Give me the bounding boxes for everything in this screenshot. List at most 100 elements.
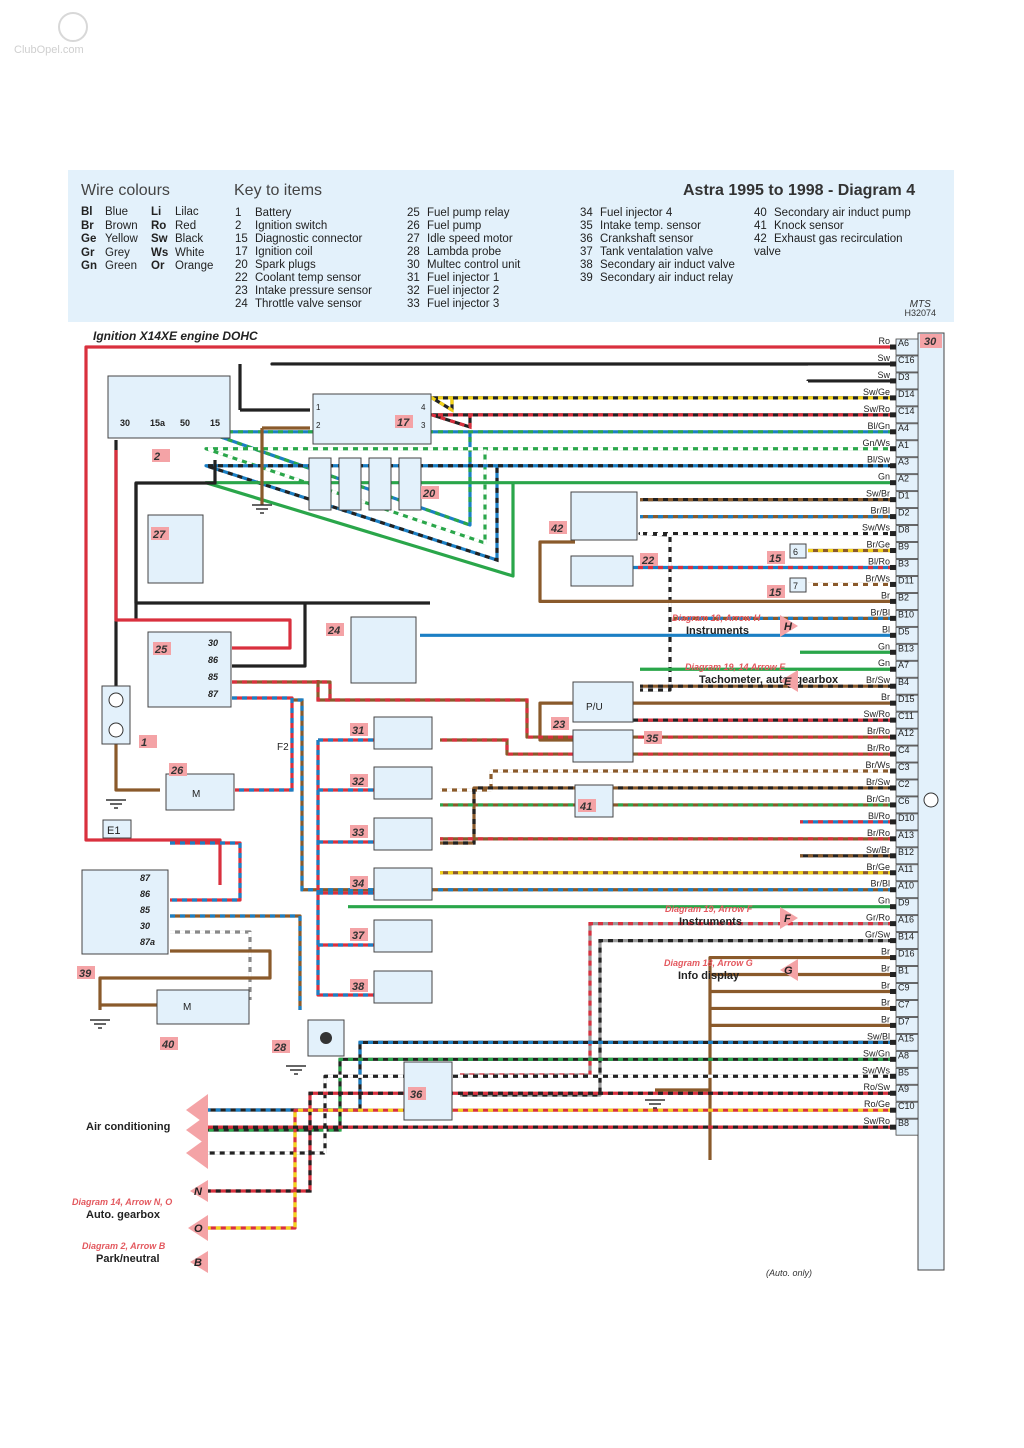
ecu-terminal	[890, 615, 896, 621]
wire-code: Ro	[151, 219, 167, 232]
wire-colour-label: Sw/Br	[866, 845, 890, 855]
ecu-pin-label: A4	[898, 423, 909, 433]
component-tag-22: 22	[640, 553, 658, 567]
secondary-air-relay	[81, 869, 169, 955]
wire-colour-label: Bl/Ro	[868, 811, 890, 821]
ecu-pin-label: B2	[898, 592, 909, 602]
wire-name: Orange	[175, 260, 214, 273]
pump-motor-m: M	[192, 789, 200, 800]
component-tag-25: 25	[153, 642, 171, 656]
section-label: Ignition X14XE engine DOHC	[93, 329, 258, 343]
wire	[204, 481, 893, 578]
key-number: 23	[235, 285, 248, 297]
relay-39-pin: 85	[140, 905, 151, 915]
key-label: Crankshaft sensor	[600, 233, 694, 245]
wire-colour-label: Gn/Ws	[862, 438, 890, 448]
ecu-terminal	[890, 344, 896, 350]
wire-colour-label: Br/Ws	[866, 760, 891, 770]
wire-colours-title: Wire colours	[81, 182, 170, 199]
ecu-terminal	[890, 649, 896, 655]
ecu-pin-label: D7	[898, 1016, 910, 1026]
ecu-pin-label: A10	[898, 881, 914, 891]
ecu-terminal	[890, 598, 896, 604]
ecu-pin-label: C6	[898, 796, 910, 806]
ecu-tag-label: 30	[924, 336, 937, 348]
ecu-terminal	[890, 972, 896, 978]
ecu-terminal	[890, 1005, 896, 1011]
ecu-terminal	[890, 1124, 896, 1130]
component-tag-40: 40	[160, 1037, 178, 1051]
wire-name: White	[175, 246, 205, 259]
wire-colour-label: Bl/Gn	[867, 421, 890, 431]
key-label: Multec control unit	[427, 259, 521, 271]
wire-colour-label: Br	[881, 590, 890, 600]
key-number: 25	[407, 207, 420, 219]
ground-icon	[923, 792, 939, 808]
svg-text:Park/neutral: Park/neutral	[96, 1253, 160, 1265]
svg-text:35: 35	[646, 733, 659, 745]
component-tag-32: 32	[350, 774, 368, 788]
wire-colour-label: Sw/Ws	[862, 523, 890, 533]
component-tag-35: 35	[644, 731, 662, 745]
ecu-pin-label: A16	[898, 915, 914, 925]
wire-colour-label: Br/Bl	[870, 506, 890, 516]
component-tag-37: 37	[350, 928, 368, 942]
wire-colour-label: Bl/Ro	[868, 556, 890, 566]
ecu-terminal	[890, 1073, 896, 1079]
ecu-pin-label: C2	[898, 779, 910, 789]
injector-2	[373, 766, 433, 800]
injector-6	[373, 970, 433, 1004]
svg-text:Tachometer, auto. gearbox: Tachometer, auto. gearbox	[699, 674, 839, 686]
wire-stripe	[460, 922, 893, 1077]
wire-code: Bl	[81, 206, 93, 218]
component-tags: 1215151720222324252627283132333435363738…	[77, 415, 785, 1101]
component-tag-23: 23	[551, 717, 569, 731]
legend-panel: Wire colours Key to items Astra 1995 to …	[68, 170, 954, 322]
ecu-terminal	[890, 785, 896, 791]
key-number: 32	[407, 285, 420, 297]
relay-25-pin: 85	[208, 672, 219, 682]
ecu-pin-label: A2	[898, 474, 909, 484]
key-label: Spark plugs	[255, 259, 316, 271]
ecu-pin-label: C11	[898, 711, 914, 721]
ecu-terminal	[890, 395, 896, 401]
ecu-pin-label: A3	[898, 457, 909, 467]
ecu-pin-label: B14	[898, 932, 914, 942]
wire-colour-label: Br	[881, 980, 890, 990]
svg-text:31: 31	[352, 725, 364, 737]
key-number: 2	[235, 220, 242, 232]
key-label: Fuel injector 3	[427, 298, 500, 310]
ecu-pin-label: D14	[898, 389, 915, 399]
svg-text:38: 38	[352, 981, 365, 993]
svg-text:N: N	[194, 1186, 203, 1198]
key-label: Intake pressure sensor	[255, 285, 372, 297]
wire-colour-label: Br/Ro	[867, 828, 890, 838]
svg-text:Diagram 19, Arrow H: Diagram 19, Arrow H	[672, 613, 761, 623]
coil-pin: 2	[316, 421, 321, 430]
svg-text:25: 25	[154, 644, 168, 656]
key-number: 1	[235, 207, 242, 219]
wire	[430, 413, 893, 429]
switch-pin: 50	[180, 418, 190, 428]
diagnostic-connector-a	[789, 543, 807, 559]
wire-stripe	[170, 930, 252, 1000]
wire-stripe	[232, 680, 332, 700]
wire-colour-label: Gn	[878, 896, 890, 906]
ecu-pin-label: A12	[898, 728, 914, 738]
spark-plug-1	[308, 457, 332, 511]
watermark: ClubOpel.com	[14, 12, 124, 58]
component-tag-28: 28	[272, 1040, 290, 1054]
wire-colour-label: Gn	[878, 641, 890, 651]
svg-text:41: 41	[579, 801, 592, 813]
wire-stripe	[460, 939, 893, 1097]
ecu-pin-label: B10	[898, 609, 914, 619]
fuel-pump	[165, 773, 235, 811]
